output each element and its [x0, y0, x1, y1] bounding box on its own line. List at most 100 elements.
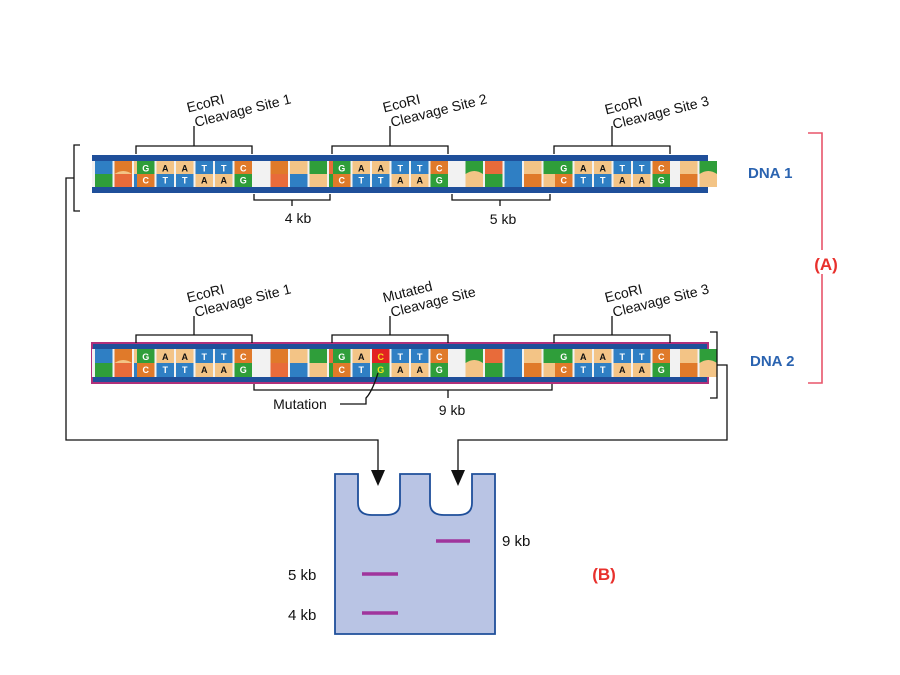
dna1-site1-top-base	[156, 161, 174, 174]
dna2-site2-bottom-base	[372, 363, 390, 377]
dna1-site2-top-letter: T	[417, 164, 423, 174]
dna1-site2-top-letter: G	[338, 164, 345, 174]
dna2-filler-base	[699, 349, 717, 363]
dna1-site1-top-letter: A	[182, 164, 189, 174]
dna2-filler-base	[699, 363, 717, 377]
dna2-site3-bottom-letter: C	[561, 365, 568, 375]
dna1-base-notch	[524, 171, 542, 174]
dna2-filler-base	[504, 349, 522, 363]
dna2-site1-bottom-letter: T	[163, 365, 169, 375]
dna2-site2-bottom-letter: G	[377, 365, 384, 375]
dna1-site3-bottom-base	[555, 174, 573, 187]
dna1-site1-top-letter: A	[162, 164, 169, 174]
dna2-filler-base	[524, 363, 542, 377]
dna1-filler-base	[270, 161, 288, 174]
dna1-site1-top-letter: T	[221, 164, 227, 174]
mutation-pointer	[340, 372, 379, 405]
dna1-filler-base	[485, 161, 503, 174]
dna2-filler-base	[485, 363, 503, 377]
dna2-fragment-9kb-label: 9 kb	[439, 402, 466, 418]
dna1-filler-base	[680, 174, 698, 187]
panel-a-label-backdrop	[806, 250, 840, 274]
dna1-site2-bottom-letter: T	[359, 176, 365, 186]
dna1-filler-base	[699, 174, 717, 187]
dna1-site2-bottom-letter: T	[378, 176, 384, 186]
dna1-site1-top-letter: T	[202, 164, 208, 174]
dna1-site1-bottom-base	[195, 174, 213, 187]
dna2-site1-label: EcoRI Cleavage Site 1	[185, 280, 293, 319]
dna2-base-notch	[114, 360, 132, 363]
gel-slab	[334, 473, 496, 635]
dna2-site1-bottom-letter: A	[201, 365, 208, 375]
dna1-loading-arrow	[371, 470, 385, 486]
dna2-site3-bottom-base	[574, 363, 592, 377]
dna1-site1-bottom-letter: T	[163, 176, 169, 186]
dna1-site3-bottom-letter: A	[639, 176, 646, 186]
dna2-site3-top-letter: A	[600, 352, 607, 362]
dna2-site1-top-base	[195, 349, 213, 363]
dna2-site2-top-letter: G	[338, 352, 345, 362]
dna1-site1-bottom-base	[156, 174, 174, 187]
dna2-site3-top-base	[633, 349, 651, 363]
mutation-label: Mutation	[273, 396, 327, 412]
dna1-site2-top-base	[372, 161, 390, 174]
dna2-base-notch	[699, 360, 717, 363]
dna2-site1-bottom-letter: C	[143, 365, 150, 375]
dna2-filler-base	[465, 349, 483, 363]
dna1-site2-bottom-letter: G	[436, 176, 443, 186]
dna1-site3-top-letter: C	[658, 164, 665, 174]
dna2-site1-top-letter: G	[142, 352, 149, 362]
dna2-site2-top-letter: T	[417, 352, 423, 362]
dna2-site3-top-base	[594, 349, 612, 363]
dna1-site3-top-letter: A	[600, 164, 607, 174]
dna2-filler-base	[309, 363, 327, 377]
dna2-site1-top-letter: C	[240, 352, 247, 362]
dna1-site2-bottom-letter: A	[417, 176, 424, 186]
dna2-site2-top-base	[391, 349, 409, 363]
dna2-site3-top-base	[555, 349, 573, 363]
dna1-site1-top-base	[176, 161, 194, 174]
dna1-site1-bottom-base	[137, 174, 155, 187]
dna1-site3-top-base	[613, 161, 631, 174]
dna2-site1-bottom-base	[234, 363, 252, 377]
dna1-site1-bottom-letter: A	[221, 176, 228, 186]
dna1-site3-bottom-base	[652, 174, 670, 187]
dna2-site2-bottom-letter: T	[359, 365, 365, 375]
dna1-site1-bottom-letter: A	[201, 176, 208, 186]
dna1-site3-top-letter: T	[620, 164, 626, 174]
dna2-site3-bottom-letter: T	[600, 365, 606, 375]
dna1-site3-bottom-letter: T	[581, 176, 587, 186]
dna1-site2-bottom-base	[352, 174, 370, 187]
dna1-site2-label: EcoRI Cleavage Site 2	[381, 90, 489, 129]
dna1-site2-bottom-base	[391, 174, 409, 187]
gel-4kb-label: 4 kb	[288, 607, 316, 624]
dna1-site3-top-base	[574, 161, 592, 174]
dna2-site3-bracket	[553, 334, 671, 343]
dna1-site1-top-base	[215, 161, 233, 174]
dna2-site2-top-letter: C	[436, 352, 443, 362]
dna2-filler-base	[114, 363, 132, 377]
dna2-site3-bottom-base	[613, 363, 631, 377]
dna2-site1-bottom-base	[215, 363, 233, 377]
dna2-site2-bottom-letter: C	[339, 365, 346, 375]
dna1-filler-base	[114, 161, 132, 174]
dna2-site3-label: EcoRI Cleavage Site 3	[603, 280, 711, 319]
dna2-site1-top-base	[137, 349, 155, 363]
dna1-fragment-5kb-bracket	[451, 194, 551, 201]
dna1-site3-top-letter: T	[639, 164, 645, 174]
dna1-site3-top-base	[594, 161, 612, 174]
dna1-filler-base	[504, 161, 522, 174]
dna1-filler-base	[95, 161, 113, 174]
dna2-site3-top-letter: T	[620, 352, 626, 362]
dna2-site1-top-base	[176, 349, 194, 363]
dna2-site1-bracket	[135, 334, 253, 343]
dna1-filler-base	[465, 174, 483, 187]
dna1-fragment-brackets	[253, 194, 551, 206]
dna1-filler-base	[699, 161, 717, 174]
dna1-site2-top-base	[333, 161, 351, 174]
dna2-filler-base	[680, 363, 698, 377]
dna2-site1-bottom-base	[156, 363, 174, 377]
dna1-site2-top-letter: T	[398, 164, 404, 174]
